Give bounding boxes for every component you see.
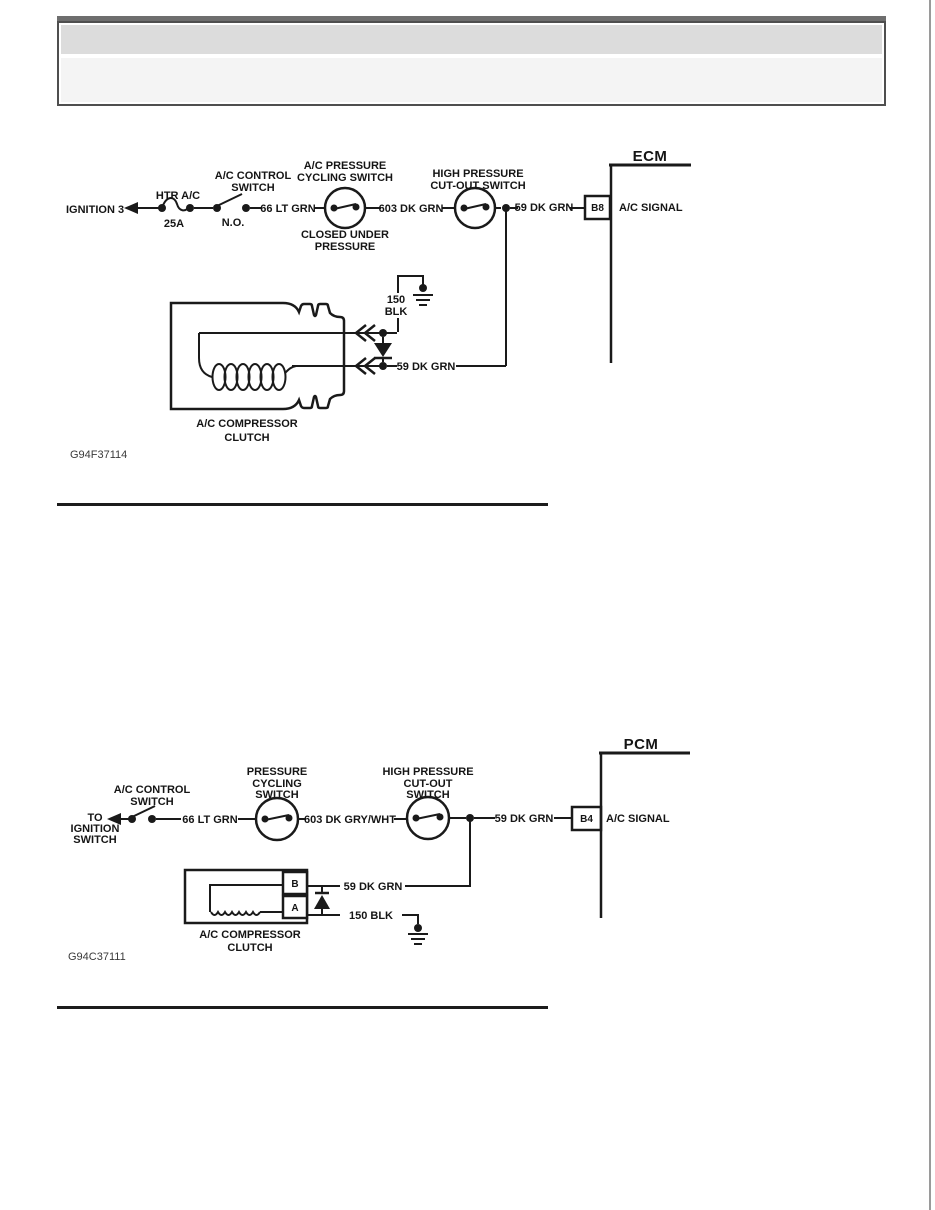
ground-wire-label-1: 150	[387, 294, 405, 306]
section-divider	[57, 1006, 548, 1009]
pcm-module-label: PCM	[624, 736, 659, 753]
ignition-label-2: IGNITION	[71, 823, 120, 835]
clutch-label-1: A/C COMPRESSOR	[199, 929, 301, 941]
ac-control-switch-symbol	[213, 193, 250, 212]
ground-symbol	[307, 914, 428, 945]
control-switch-label-2: SWITCH	[130, 796, 173, 808]
clutch-coil	[209, 884, 283, 916]
left-arrowhead	[124, 202, 138, 214]
wire-59-label: 59 DK GRN	[515, 202, 574, 214]
hp-cutout-switch-symbol	[405, 795, 451, 841]
wire-603-label: 603 DK GRY/WHT	[304, 814, 396, 826]
hp-switch-label-2: CUT-OUT SWITCH	[430, 180, 525, 192]
cycling-switch-label-1: PRESSURE	[247, 766, 308, 778]
wire-66-label: 66 LT GRN	[260, 203, 315, 215]
figure-id: G94C37111	[68, 951, 126, 963]
figure-id: G94F37114	[70, 449, 127, 461]
diode-symbol	[374, 337, 392, 362]
connector-chevrons	[353, 324, 376, 375]
ecm-signal-label: A/C SIGNAL	[619, 202, 683, 214]
ecm-module-label: ECM	[633, 148, 668, 165]
wire-59-label: 59 DK GRN	[495, 813, 554, 825]
cycling-switch-label-1: A/C PRESSURE	[304, 160, 387, 172]
clutch-outline	[169, 301, 346, 411]
main-wire	[107, 813, 572, 825]
header-title-band	[61, 25, 882, 54]
ac-control-switch-symbol	[128, 805, 156, 823]
main-wire	[124, 202, 585, 214]
clutch-wire-59-label: 59 DK GRN	[344, 881, 403, 893]
cycling-switch-symbol	[254, 796, 300, 842]
diode-symbol	[314, 886, 330, 915]
control-switch-label-2: SWITCH	[231, 182, 274, 194]
header-top-strip	[57, 16, 886, 21]
hp-cutout-switch-symbol	[453, 186, 497, 230]
clutch-outline	[183, 868, 309, 925]
pcm-signal-label: A/C SIGNAL	[606, 813, 670, 825]
cycling-switch-label-2: CYCLING	[252, 778, 302, 790]
ignition-label-3: SWITCH	[73, 834, 116, 846]
clutch-feed-wire	[307, 818, 471, 887]
pcm-diagram: TO IGNITION SWITCH A/C CONTROL SWITCH 66…	[68, 736, 690, 963]
cycling-switch-note-1: CLOSED UNDER	[301, 229, 389, 241]
cycling-switch-note-2: PRESSURE	[315, 241, 376, 253]
ecm-pin-label: B8	[591, 203, 604, 214]
fuse-rating: 25A	[164, 218, 184, 230]
clutch-wire-label: 59 DK GRN	[397, 361, 456, 373]
ground-wire-label-2: BLK	[385, 306, 408, 318]
header-box	[57, 21, 886, 106]
clutch-label-1: A/C COMPRESSOR	[196, 418, 298, 430]
hp-switch-label-3: SWITCH	[406, 789, 449, 801]
control-switch-label-1: A/C CONTROL	[215, 170, 292, 182]
left-arrowhead	[107, 813, 121, 825]
cycling-switch-symbol	[323, 186, 367, 230]
clutch-wire-150-label: 150 BLK	[349, 910, 393, 922]
terminal-b-label: B	[291, 879, 298, 890]
fuse-name: HTR A/C	[156, 190, 200, 202]
clutch-coil	[198, 333, 297, 391]
hp-switch-label-1: HIGH PRESSURE	[382, 766, 473, 778]
clutch-label-2: CLUTCH	[224, 432, 269, 444]
page-edge-line	[929, 0, 931, 1210]
section-divider	[57, 503, 548, 506]
clutch-feed-wire	[387, 208, 507, 367]
ground-symbol	[397, 275, 433, 332]
wire-603-label: 603 DK GRN	[379, 203, 444, 215]
control-switch-label-1: A/C CONTROL	[114, 784, 191, 796]
junction-dot	[379, 329, 387, 337]
clutch-label-2: CLUTCH	[227, 942, 272, 954]
terminal-a-label: A	[291, 903, 298, 914]
pcm-pin-label: B4	[580, 814, 593, 825]
control-switch-state: N.O.	[222, 217, 245, 229]
hp-switch-label-2: CUT-OUT	[404, 778, 453, 790]
cycling-switch-label-2: CYCLING SWITCH	[297, 172, 393, 184]
ignition-label-1: TO	[87, 812, 103, 824]
ignition-label: IGNITION 3	[66, 204, 124, 216]
fuse-symbol	[158, 197, 194, 212]
wire-66-label: 66 LT GRN	[182, 814, 237, 826]
junction-dot	[379, 362, 387, 370]
header-body-band	[61, 58, 882, 102]
cycling-switch-label-3: SWITCH	[255, 789, 298, 801]
hp-switch-label-1: HIGH PRESSURE	[432, 168, 523, 180]
ecm-diagram: HTR A/C 25A IGNITION 3 A/C CONTROL SWITC…	[66, 148, 691, 461]
